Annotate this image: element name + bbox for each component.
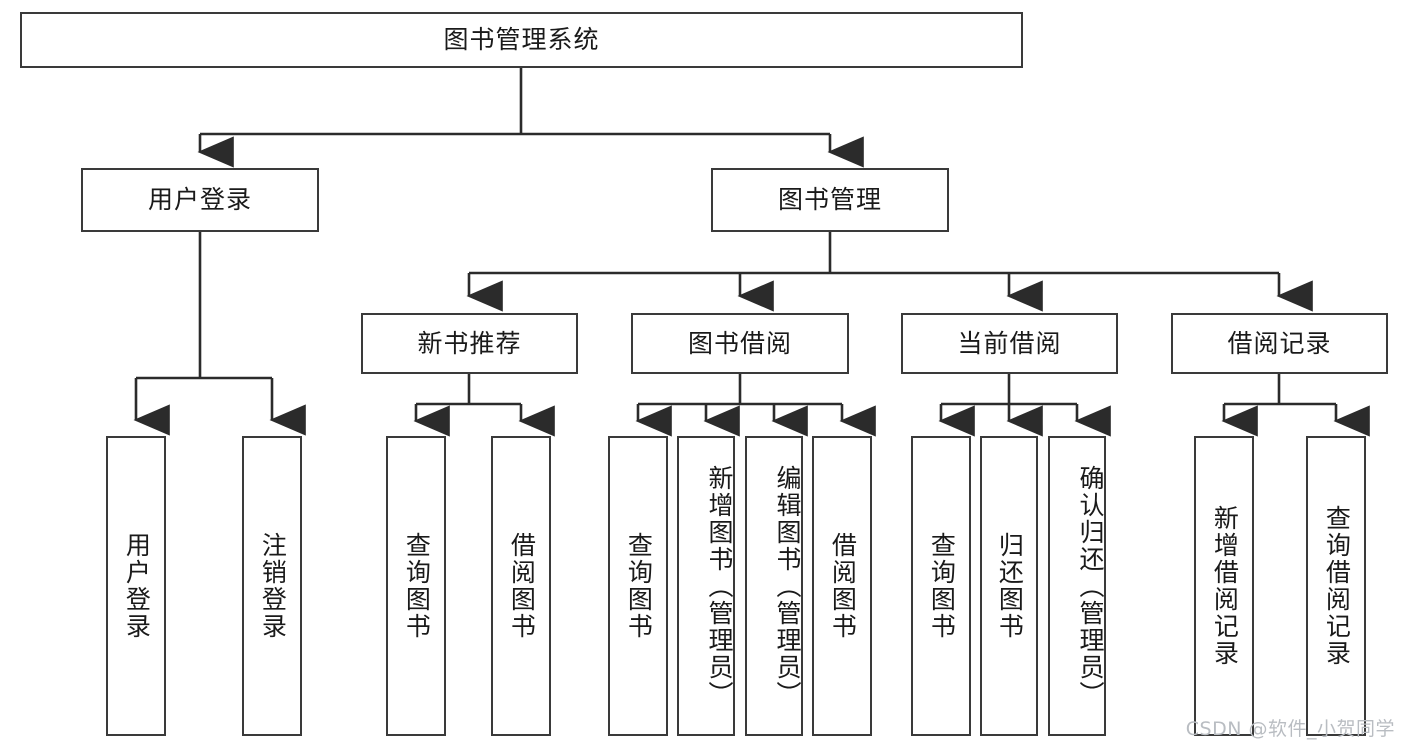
node-label: 用户登录 (122, 532, 152, 640)
node-label: 借阅图书 (828, 532, 858, 640)
node-label: 新增借阅记录 (1210, 505, 1240, 667)
node-label: 注销登录 (258, 532, 288, 640)
leaf-logout-login[interactable]: 注销登录 (242, 436, 302, 736)
csdn-watermark: CSDN @软件_小贺同学 (1185, 718, 1395, 740)
node-label: 图书管理 (777, 185, 882, 215)
node-label: 图书管理系统 (443, 25, 600, 55)
node-label: 用户登录 (147, 185, 252, 215)
node-user-login[interactable]: 用户登录 (81, 168, 319, 232)
node-root-system[interactable]: 图书管理系统 (20, 12, 1023, 68)
node-label: 借阅图书 (507, 532, 537, 640)
node-label: 确认归还（管理员） (1076, 464, 1105, 708)
leaf-query-book-new[interactable]: 查询图书 (386, 436, 446, 736)
node-label: 编辑图书（管理员） (773, 464, 802, 708)
node-book-management[interactable]: 图书管理 (711, 168, 949, 232)
leaf-borrow-book-new[interactable]: 借阅图书 (491, 436, 551, 736)
leaf-user-login[interactable]: 用户登录 (106, 436, 166, 736)
leaf-query-book-current[interactable]: 查询图书 (911, 436, 971, 736)
node-label: 当前借阅 (957, 328, 1062, 358)
leaf-confirm-return-admin[interactable]: 确认归还（管理员） (1048, 436, 1106, 736)
node-label: 查询图书 (624, 532, 654, 640)
node-label: 查询图书 (927, 532, 957, 640)
leaf-borrow-book[interactable]: 借阅图书 (812, 436, 872, 736)
leaf-query-borrow-record[interactable]: 查询借阅记录 (1306, 436, 1366, 736)
node-label: 新增图书（管理员） (705, 464, 734, 708)
node-current-borrow[interactable]: 当前借阅 (901, 313, 1118, 374)
node-label: 查询借阅记录 (1322, 505, 1352, 667)
node-label: 查询图书 (402, 532, 432, 640)
leaf-add-borrow-record[interactable]: 新增借阅记录 (1194, 436, 1254, 736)
node-book-borrow[interactable]: 图书借阅 (631, 313, 849, 374)
node-label: 归还图书 (995, 532, 1025, 640)
node-label: 借阅记录 (1227, 328, 1332, 358)
node-new-book-recommend[interactable]: 新书推荐 (361, 313, 578, 374)
node-borrow-record[interactable]: 借阅记录 (1171, 313, 1388, 374)
node-label: 新书推荐 (417, 328, 522, 358)
leaf-add-book-admin[interactable]: 新增图书（管理员） (677, 436, 735, 736)
node-label: 图书借阅 (687, 328, 792, 358)
leaf-query-book-borrow[interactable]: 查询图书 (608, 436, 668, 736)
leaf-return-book[interactable]: 归还图书 (980, 436, 1038, 736)
leaf-edit-book-admin[interactable]: 编辑图书（管理员） (745, 436, 803, 736)
